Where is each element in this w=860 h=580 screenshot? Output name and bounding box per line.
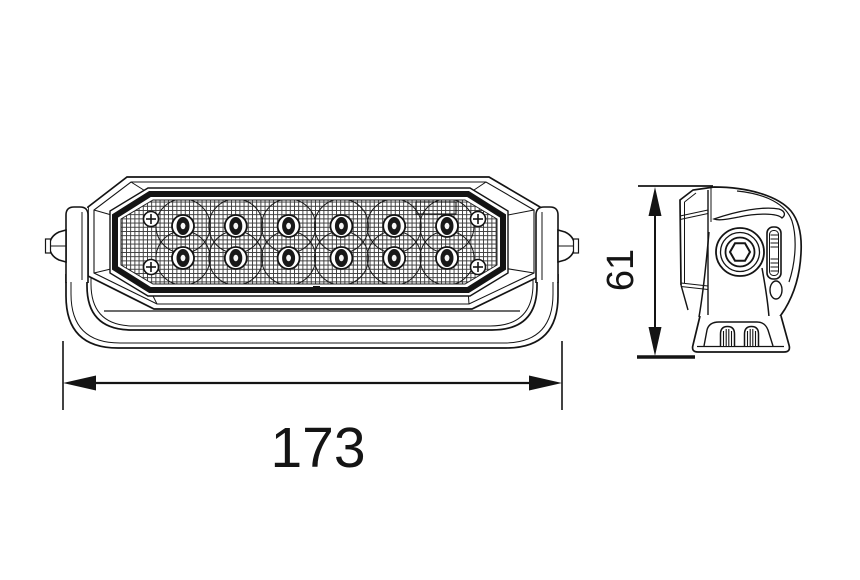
led-icon bbox=[223, 246, 248, 270]
hex-bolt-icon bbox=[728, 242, 752, 262]
height-dimension: 61 bbox=[600, 185, 713, 359]
height-dimension-label: 61 bbox=[600, 249, 642, 291]
strap-outer-edge bbox=[65, 274, 559, 349]
led-icon bbox=[171, 214, 195, 238]
strap-inner-edge bbox=[86, 274, 538, 331]
right-knob-nub bbox=[572, 238, 580, 254]
led-icon bbox=[329, 214, 354, 238]
screw-icon bbox=[142, 210, 160, 228]
mounting-bracket-strap bbox=[65, 274, 559, 349]
foot-rib-left bbox=[719, 325, 736, 346]
side-arm-rear-edge bbox=[761, 267, 770, 318]
screw-icon bbox=[142, 258, 160, 276]
led-icon bbox=[276, 214, 301, 238]
side-top-swoosh bbox=[712, 207, 786, 221]
foot-outline bbox=[691, 315, 791, 353]
left-knob-nub bbox=[44, 238, 52, 254]
width-dimension: 173 bbox=[62, 341, 563, 480]
lens-mesh bbox=[120, 199, 498, 285]
bracket-foot bbox=[691, 315, 791, 353]
side-arm-front-edge bbox=[698, 231, 710, 318]
led-icon bbox=[435, 214, 459, 238]
left-arm-outline bbox=[65, 206, 89, 283]
led-icon bbox=[329, 246, 354, 270]
led-icon bbox=[382, 246, 407, 270]
screw-icon bbox=[469, 210, 487, 228]
right-arm-outline bbox=[535, 206, 559, 283]
front-view: 173 bbox=[44, 176, 580, 480]
lens-assembly bbox=[109, 187, 509, 297]
side-rear-inner-curve bbox=[736, 190, 796, 283]
lens-detail-rect bbox=[415, 201, 457, 215]
side-view: 61 bbox=[600, 185, 803, 359]
foot-arch bbox=[703, 321, 774, 347]
pivot-bolt-icon bbox=[715, 227, 765, 277]
led-icon bbox=[223, 214, 248, 238]
side-slab-kick bbox=[680, 284, 689, 311]
strap-inner-inner-line bbox=[90, 274, 534, 327]
led-array bbox=[171, 214, 459, 270]
width-dimension-label: 173 bbox=[270, 416, 365, 480]
width-arrowhead-right bbox=[529, 375, 562, 391]
led-icon bbox=[382, 214, 407, 238]
led-icon bbox=[435, 246, 459, 270]
strap-outer-inner-line bbox=[70, 274, 554, 344]
rear-slot bbox=[766, 226, 783, 300]
foot-rib-right bbox=[743, 325, 760, 346]
side-housing-outline bbox=[679, 186, 803, 319]
rear-slot-hatch bbox=[770, 234, 779, 272]
led-icon bbox=[276, 246, 301, 270]
side-chamfer-inner bbox=[684, 192, 697, 203]
screw-icon bbox=[469, 258, 487, 276]
rear-tab bbox=[769, 280, 783, 300]
width-arrowhead-left bbox=[63, 375, 96, 391]
right-bracket-arm bbox=[535, 206, 580, 283]
led-icon bbox=[171, 246, 195, 270]
left-bracket-arm bbox=[44, 206, 89, 283]
height-arrowhead-top bbox=[648, 187, 662, 216]
height-arrowhead-bottom bbox=[648, 327, 662, 356]
lens-screws bbox=[142, 210, 487, 276]
